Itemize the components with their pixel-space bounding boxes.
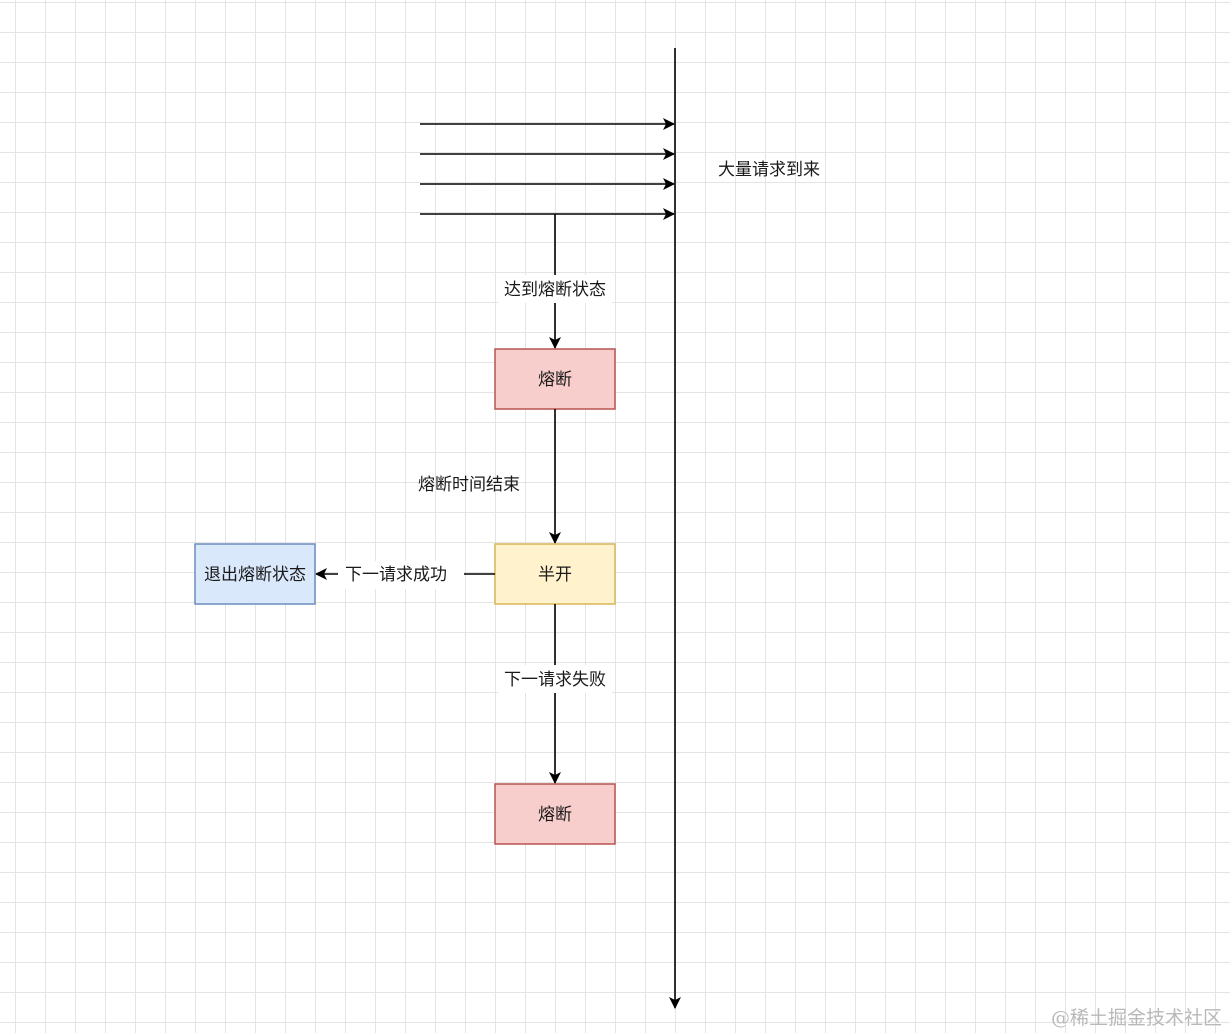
node-breaker-2: 熔断 [494, 783, 616, 845]
edge-label-break-time-end: 熔断时间结束 [418, 475, 520, 495]
node-breaker-1: 熔断 [494, 348, 616, 410]
node-breaker-1-label: 熔断 [538, 370, 572, 390]
node-half-open: 半开 [494, 543, 616, 605]
node-breaker-2-label: 熔断 [538, 805, 572, 825]
edge-label-next-fail: 下一请求失败 [504, 670, 606, 690]
edge-label-reach-breaker: 达到熔断状态 [504, 280, 606, 300]
edge-label-next-success: 下一请求成功 [345, 565, 447, 585]
node-half-open-label: 半开 [538, 565, 572, 585]
node-exit-breaker: 退出熔断状态 [194, 543, 316, 605]
node-exit-breaker-label: 退出熔断状态 [204, 565, 306, 585]
watermark: @稀土掘金技术社区 [1051, 1007, 1222, 1029]
timeline-label: 大量请求到来 [718, 160, 820, 180]
